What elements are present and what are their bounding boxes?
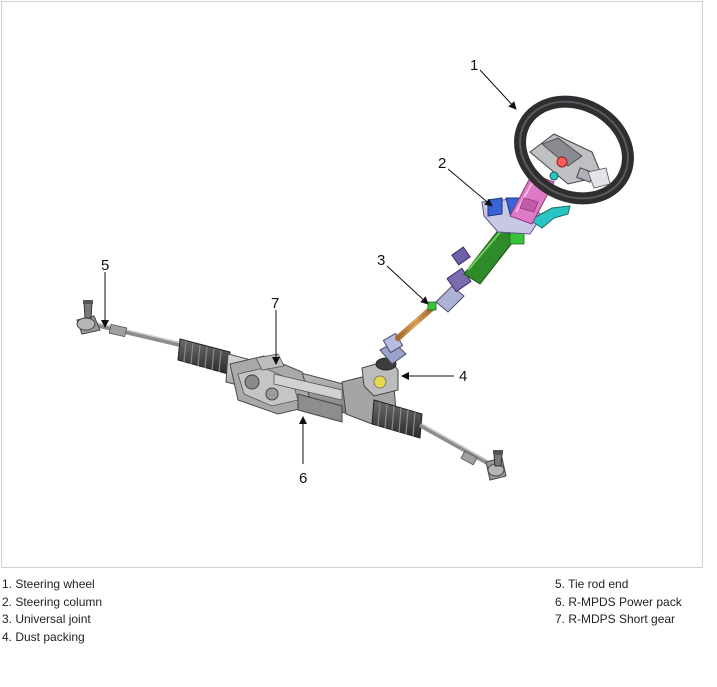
- legend-left: 1. Steering wheel 2. Steering column 3. …: [2, 576, 102, 646]
- legend-item-short-gear: 7. R-MDPS Short gear: [555, 612, 676, 626]
- rack-housing: [225, 353, 375, 423]
- leader-2: [447, 168, 493, 207]
- callout-2: 2: [438, 155, 446, 172]
- callout-1: 1: [470, 57, 478, 74]
- callout-4: 4: [459, 368, 467, 385]
- diagram-frame: 1 2 3 4 5 6 7: [1, 1, 703, 568]
- tie-rod-right: [419, 423, 493, 467]
- callout-7: 7: [271, 295, 279, 312]
- upper-universal-joint: [427, 246, 472, 313]
- steering-wheel: [514, 95, 634, 205]
- legend-right: 5. Tie rod end 6. R-MPDS Power pack 7. R…: [555, 576, 682, 629]
- callout-6: 6: [299, 470, 307, 487]
- callout-leaders: [101, 69, 517, 464]
- leader-3: [386, 265, 429, 305]
- legend-item-power-pack: 6. R-MPDS Power pack: [555, 594, 682, 609]
- steering-column: [463, 173, 571, 285]
- tie-rod-end-right: [485, 450, 507, 481]
- steering-system-illustration: 1 2 3 4 5 6 7: [76, 57, 634, 487]
- callout-3: 3: [377, 252, 385, 269]
- legend-item-tie-rod-end: 5. Tie rod end: [555, 577, 629, 591]
- leader-1: [479, 69, 517, 110]
- legend-item-dust-packing: 4. Dust packing: [2, 629, 85, 644]
- legend-item-steering-wheel: 1. Steering wheel: [2, 577, 95, 591]
- intermediate-shaft: [395, 305, 435, 341]
- callout-5: 5: [101, 257, 109, 274]
- tie-rod-end-left: [76, 300, 101, 335]
- boot-left: [177, 338, 231, 375]
- legend-item-universal-joint: 3. Universal joint: [2, 612, 91, 626]
- legend-item-steering-column: 2. Steering column: [2, 594, 103, 609]
- tie-rod-left: [94, 322, 185, 348]
- boot-right: [371, 399, 423, 439]
